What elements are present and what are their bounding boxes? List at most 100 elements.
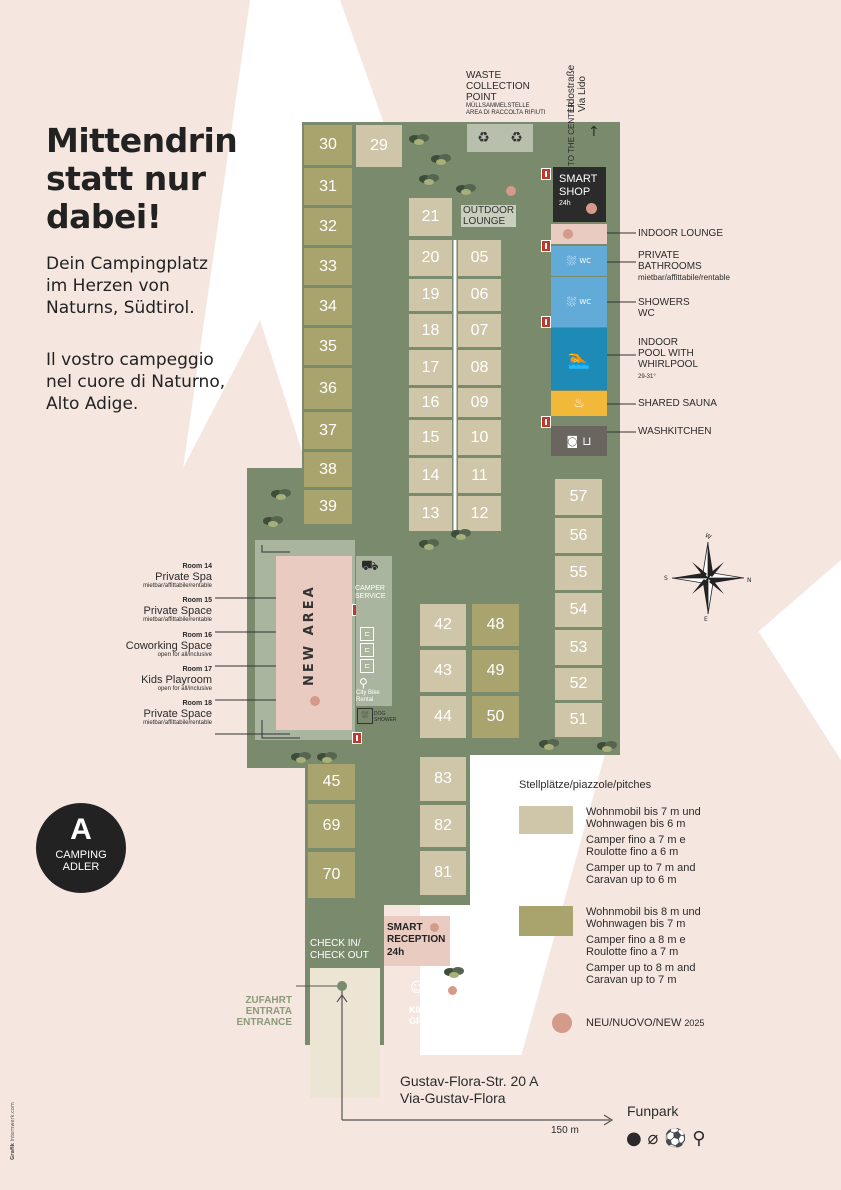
pitch-42[interactable]: 42 [420, 604, 466, 646]
pitch-82[interactable]: 82 [420, 805, 466, 847]
headline-line: Mittendrin [46, 121, 238, 160]
room-subtitle: open for all/inclusive [157, 686, 212, 692]
legend-line: Caravan up to 6 m [586, 874, 677, 886]
smart-reception[interactable]: SMART RECEPTION 24h [384, 916, 450, 966]
pitch-07[interactable]: 07 [458, 314, 501, 347]
legend-line: Camper fino a 8 m e [586, 934, 686, 946]
room-title: Kids Playroom [141, 674, 212, 686]
private-bathrooms[interactable]: ⛆WC [551, 246, 607, 276]
pitch-81[interactable]: 81 [420, 851, 466, 895]
wc-tag: WC [579, 298, 592, 306]
pitch-51[interactable]: 51 [555, 703, 602, 737]
sauna-icon: ♨ [573, 396, 585, 411]
bg-pink-bottom [0, 1055, 841, 1190]
tree-icon [430, 150, 452, 168]
pitch-32[interactable]: 32 [304, 208, 352, 245]
pitch-30[interactable]: 30 [304, 125, 352, 165]
address-line: Via-Gustav-Flora [400, 1090, 506, 1106]
pitch-50[interactable]: 50 [472, 696, 519, 738]
entrance-arrow-head [336, 993, 348, 1003]
pitch-57[interactable]: 57 [555, 479, 602, 515]
pitch-05[interactable]: 05 [458, 240, 501, 276]
legend-new-year: 2025 [684, 1018, 705, 1028]
camping-adler-logo: A CAMPING ADLER [36, 803, 126, 893]
pitch-56[interactable]: 56 [555, 518, 602, 553]
distance-label: 150 m [551, 1125, 579, 1136]
new-area-title: NEW AREA [302, 584, 317, 686]
pitch-14[interactable]: 14 [409, 458, 452, 493]
pitch-17[interactable]: 17 [409, 350, 452, 385]
funpark-arrow-head [603, 1114, 614, 1126]
tree-icon [418, 170, 440, 188]
new-marker-dot [430, 923, 439, 932]
waste-collection-point: ♻ ♻ [467, 124, 533, 152]
pitch-39[interactable]: 39 [304, 490, 352, 524]
address-line: Gustav-Flora-Str. 20 A [400, 1073, 539, 1089]
legend-line: Roulotte fino a 6 m [586, 846, 679, 858]
pitch-09[interactable]: 09 [458, 388, 501, 417]
indoor-pool[interactable]: 🏊 [551, 328, 607, 390]
label-line: ENTRANCE [236, 1017, 292, 1028]
new-area[interactable]: NEW AREA [276, 556, 352, 730]
pitch-34[interactable]: 34 [304, 288, 352, 325]
pitch-38[interactable]: 38 [304, 452, 352, 487]
intro-line: Alto Adige. [46, 394, 139, 414]
pitch-36[interactable]: 36 [304, 368, 352, 409]
pitch-13[interactable]: 13 [409, 496, 452, 531]
smart-shop[interactable]: SMART SHOP 24h [553, 167, 606, 222]
showers-wc[interactable]: ⛆WC [551, 277, 607, 327]
legend-line: Camper up to 8 m and [586, 962, 696, 974]
pitch-49[interactable]: 49 [472, 650, 519, 692]
room-subtitle: mietbar/affittabile/rentable [143, 720, 212, 726]
pitch-43[interactable]: 43 [420, 650, 466, 692]
pitch-83[interactable]: 83 [420, 757, 466, 801]
pitch-45[interactable]: 45 [308, 764, 355, 800]
washkitchen[interactable]: ◙⊔ [551, 426, 607, 456]
camper-service-label: CAMPER SERVICE [355, 585, 386, 601]
room-subtitle: open for all/inclusive [157, 652, 212, 658]
pitch-19[interactable]: 19 [409, 279, 452, 311]
reception-line: 24h [387, 947, 405, 958]
shared-sauna[interactable]: ♨ [551, 391, 607, 416]
showers-label: SHOWERS WC [638, 297, 690, 319]
pitch-69[interactable]: 69 [308, 804, 355, 848]
indoor-lounge[interactable] [551, 224, 607, 244]
pitch-08[interactable]: 08 [458, 350, 501, 385]
tree-icon [538, 735, 560, 753]
compass-e: N [747, 577, 752, 584]
pitch-16[interactable]: 16 [409, 388, 452, 417]
pitch-21[interactable]: 21 [409, 198, 452, 236]
pitch-29[interactable]: 29 [356, 125, 402, 167]
pitch-20[interactable]: 20 [409, 240, 452, 276]
pitch-15[interactable]: 15 [409, 420, 452, 455]
sink-icon: ⊔ [582, 434, 592, 448]
label-line: mietbar/affittabile/rentable [638, 273, 730, 282]
pitch-37[interactable]: 37 [304, 412, 352, 449]
pitch-48[interactable]: 48 [472, 604, 519, 646]
pitch-35[interactable]: 35 [304, 328, 352, 365]
pitch-31[interactable]: 31 [304, 168, 352, 205]
pitch-53[interactable]: 53 [555, 630, 602, 665]
tree-icon [262, 512, 284, 530]
checkin-dot [337, 981, 347, 991]
credit-text: Internwerk.com [10, 1102, 16, 1144]
pitch-70[interactable]: 70 [308, 852, 355, 898]
new-marker-dot [448, 986, 457, 995]
waste-label-line: COLLECTION [466, 81, 530, 92]
pitch-11[interactable]: 11 [458, 458, 501, 493]
pitch-52[interactable]: 52 [555, 668, 602, 700]
pitch-06[interactable]: 06 [458, 279, 501, 311]
pitch-33[interactable]: 33 [304, 248, 352, 285]
pitch-44[interactable]: 44 [420, 696, 466, 738]
pitch-55[interactable]: 55 [555, 556, 602, 590]
room-title: Private Spa [155, 571, 212, 583]
pitch-18[interactable]: 18 [409, 314, 452, 347]
pitch-12[interactable]: 12 [458, 496, 501, 531]
pitch-54[interactable]: 54 [555, 593, 602, 627]
waste-label-line: WASTE [466, 70, 502, 81]
pitch-10[interactable]: 10 [458, 420, 501, 455]
intro-line: nel cuore di Naturno, [46, 372, 226, 392]
headline-line: dabei! [46, 197, 162, 236]
